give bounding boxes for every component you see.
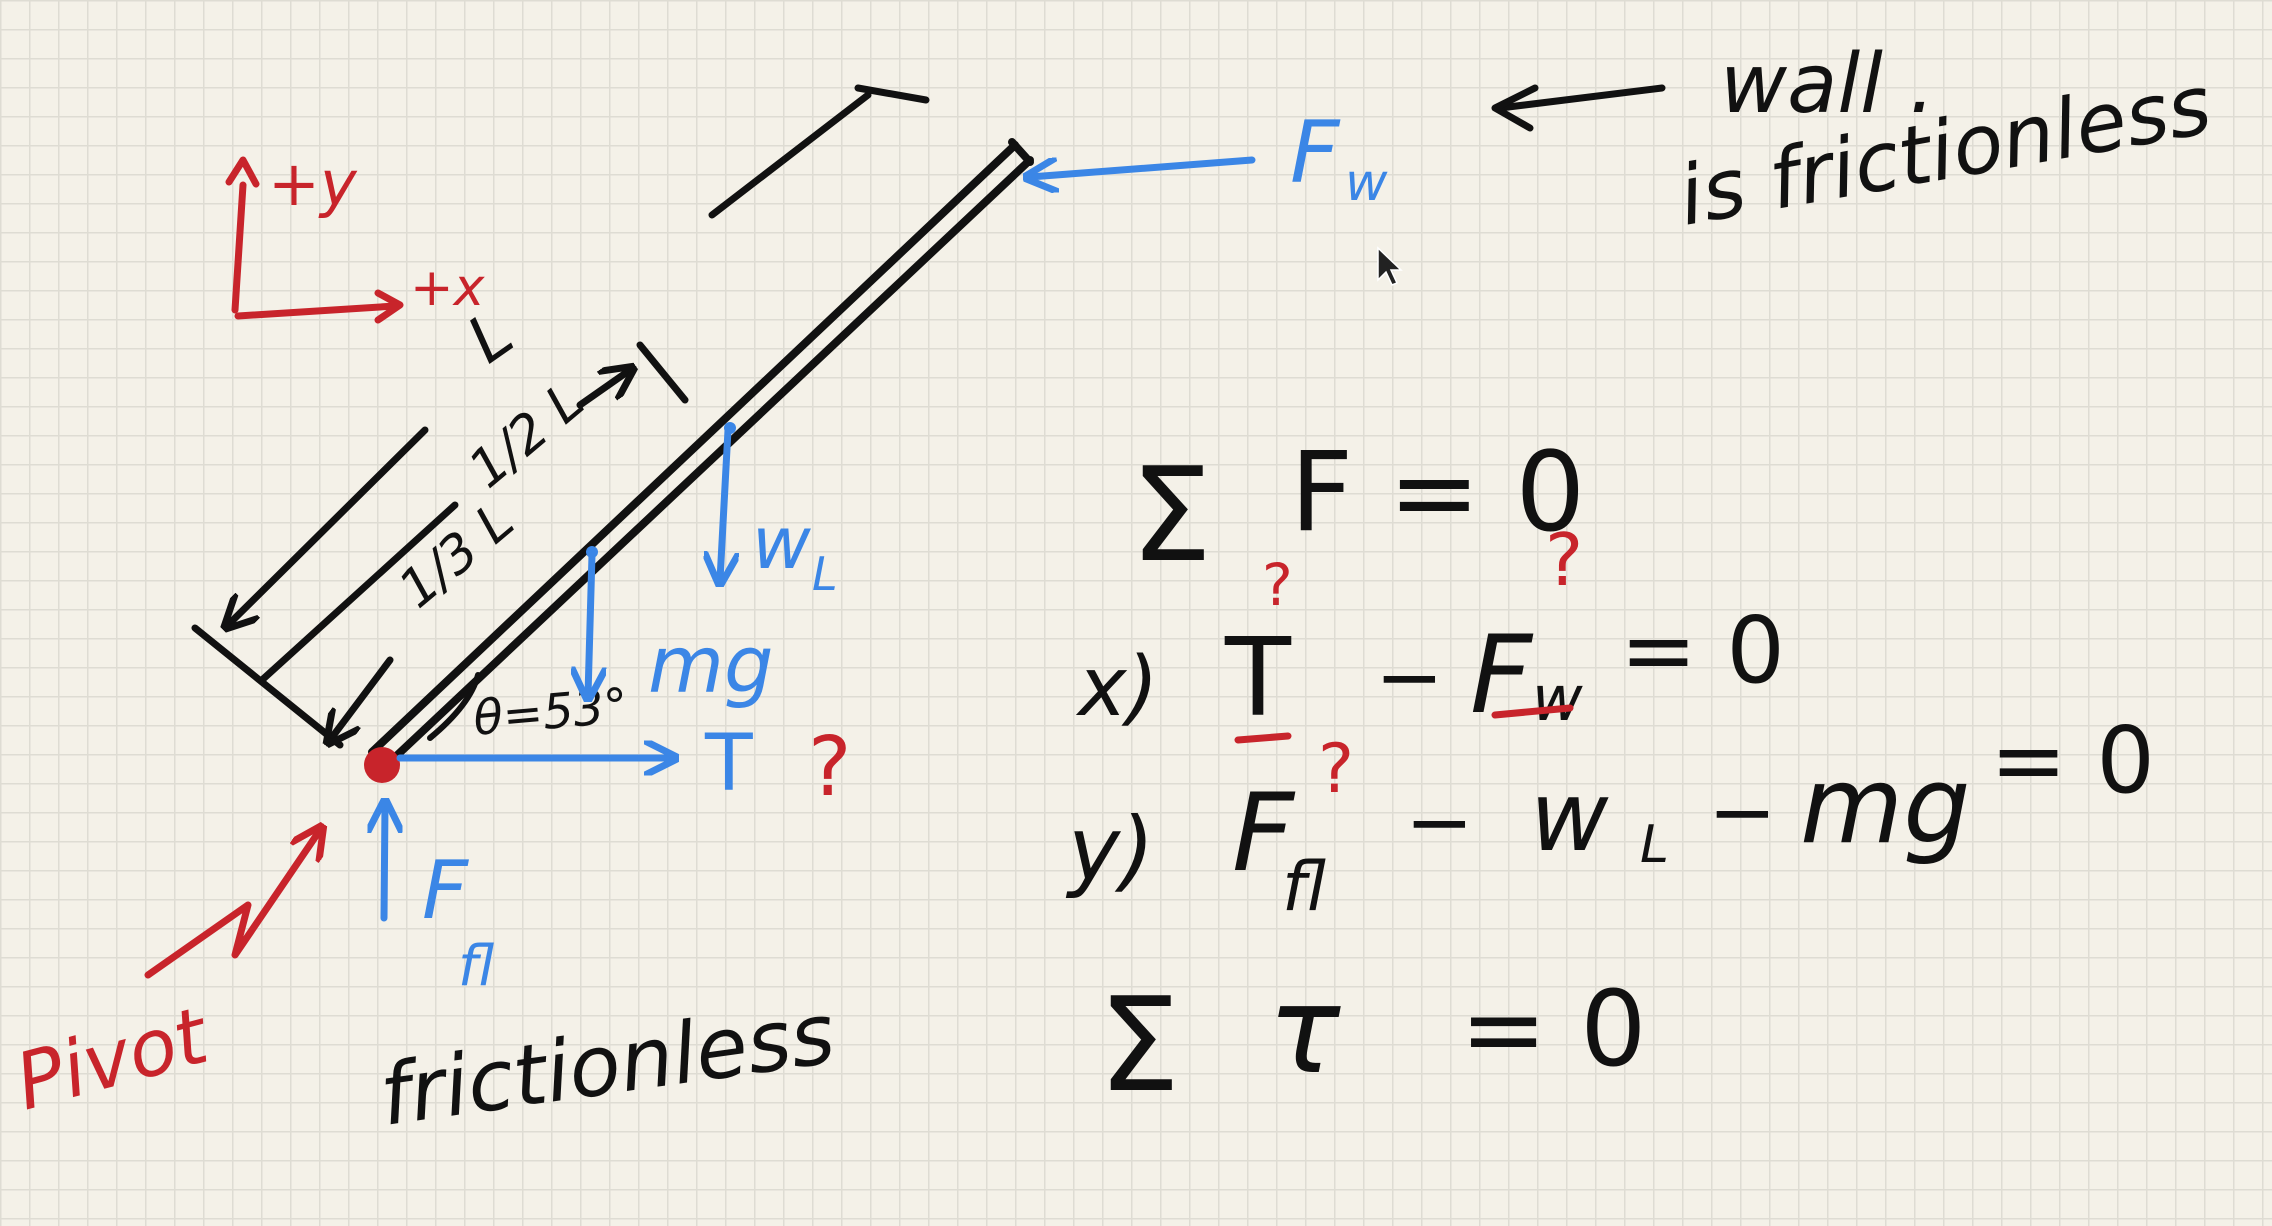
question-mark-1: ? xyxy=(1262,551,1293,619)
x-equation-prefix: x) xyxy=(1075,640,1159,735)
y-equation-rhs: = 0 xyxy=(1990,707,2155,814)
angle-label: θ=53° xyxy=(471,678,630,747)
x-axis-label: +x xyxy=(410,258,486,318)
floor-force-arrow xyxy=(384,805,385,922)
y-equation-floor-force: F xyxy=(1232,771,1296,896)
half-length-dimension-line xyxy=(258,501,459,684)
coordinate-axes: +y +x xyxy=(225,147,486,324)
frictionless-floor-label: frictionless xyxy=(374,984,840,1145)
y-equation-ladder-weight-subscript: L xyxy=(1640,815,1669,875)
sum-torque-sigma: Σ xyxy=(1098,969,1180,1121)
x-equation-tension: T xyxy=(1224,616,1292,741)
x-equation-minus: − xyxy=(1375,630,1444,725)
arrow-cursor-icon xyxy=(1377,246,1403,286)
wall-label: wall . xyxy=(1720,37,1935,132)
forces: F w w L mg T ? F fl xyxy=(384,103,1388,999)
x-equation-rhs: = 0 xyxy=(1620,597,1785,704)
ladder-top-cap xyxy=(1008,138,1034,166)
ladder-weight-subscript: L xyxy=(812,547,838,601)
pivot-label: Pivot xyxy=(7,991,219,1129)
tension-label: T xyxy=(704,719,753,809)
half-length-label: 1/2 L xyxy=(458,371,596,500)
full-length-bracket xyxy=(636,341,689,404)
angle-arc xyxy=(427,672,481,741)
third-length-label: 1/3 L xyxy=(388,491,526,620)
dimension-base-line xyxy=(191,624,344,749)
tension-question-mark: ? xyxy=(808,720,852,815)
pivot-point xyxy=(364,747,400,783)
wall-force-subscript: w xyxy=(1345,153,1388,213)
pivot-pointer-arrow xyxy=(144,830,320,979)
person-weight-arrow xyxy=(588,551,592,695)
x-equation-wall-force-subscript: w xyxy=(1532,662,1583,735)
y-axis-arrowhead xyxy=(225,156,260,188)
question-mark-3: ? xyxy=(1318,730,1354,809)
wall-annotation: wall . is frictionless xyxy=(1491,37,2218,245)
equations: Σ F = 0 ? ? x) T − F w = 0 ? y) F fl − w… xyxy=(1065,428,2155,1121)
ladder-length-dimension-top xyxy=(708,91,872,219)
floor-force-subscript: fl xyxy=(458,934,494,999)
sum-torque-tau: τ xyxy=(1268,962,1341,1101)
sum-force-equation: F = 0 xyxy=(1290,428,1585,556)
wall-pointer-arrowhead xyxy=(1491,84,1539,132)
ladder-weight-arrow xyxy=(720,426,728,580)
y-equation-prefix: y) xyxy=(1065,798,1154,901)
y-equation-minus-2: − xyxy=(1708,765,1777,860)
x-equation-wall-force: F xyxy=(1470,613,1534,738)
question-mark-2: ? xyxy=(1545,518,1583,602)
ladder xyxy=(368,84,1034,764)
x-axis-line xyxy=(234,302,399,320)
tension-unknown-underline xyxy=(1234,732,1292,744)
ladder-length-dimension-tick xyxy=(854,84,930,104)
y-equation-minus-1: − xyxy=(1405,775,1474,870)
y-equation-person-weight: mg xyxy=(1800,744,1971,867)
full-length-dimension-line xyxy=(228,426,429,625)
floor-force-label: F xyxy=(422,844,469,937)
wall-pointer-arrow xyxy=(1496,84,1666,112)
person-weight-label: mg xyxy=(648,621,774,711)
wall-force-unknown-underline xyxy=(1491,704,1574,719)
full-length-arrow xyxy=(576,370,630,409)
wall-force-arrow xyxy=(1030,156,1256,177)
third-length-dimension-line xyxy=(330,656,394,740)
sum-torque-rhs: = 0 xyxy=(1460,968,1646,1090)
ladder-weight-label: w xyxy=(752,501,811,585)
x-axis-arrowhead xyxy=(374,289,404,324)
y-axis-label: +y xyxy=(268,147,358,220)
ladder-rail-lower xyxy=(368,141,1019,756)
wall-force-label: F xyxy=(1290,103,1341,203)
y-axis-line xyxy=(231,181,247,314)
ladder-rail-upper xyxy=(388,156,1034,764)
y-equation-ladder-weight: w xyxy=(1530,761,1609,873)
sum-force-sigma: Σ xyxy=(1130,439,1212,591)
length-label: L xyxy=(455,297,527,378)
y-equation-floor-force-subscript: fl xyxy=(1282,848,1326,927)
